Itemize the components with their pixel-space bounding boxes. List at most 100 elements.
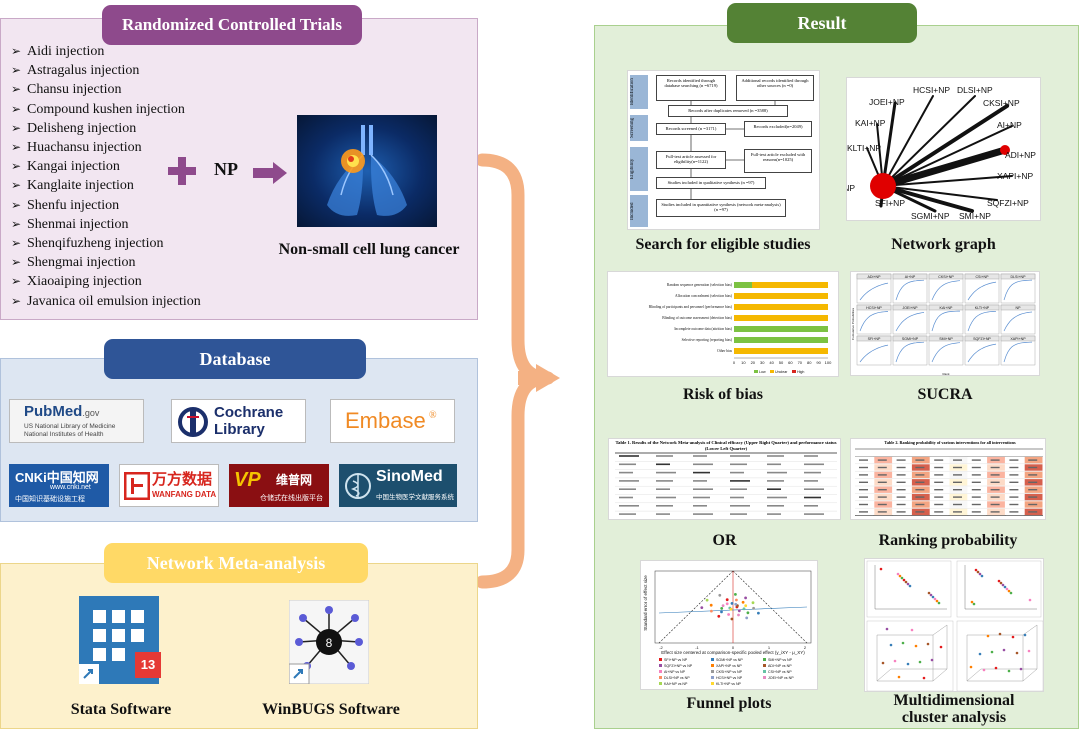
sucra-cell-label: AI+NP [905,275,916,279]
sucra-cell: SMI+NP [928,335,964,366]
cluster-point [900,576,904,580]
bias-axis-tick: 0 [733,360,736,365]
sucra-cell-label: KAI+NP [940,306,953,310]
or-cell-mark [804,463,824,466]
funnel-point [725,598,729,602]
cluster-point [1011,635,1015,639]
ranking-cell-mark [1009,511,1019,513]
or-cell-mark [767,471,787,474]
funnel-legend-label: JOEI+NP vs NP [768,676,794,680]
ranking-cell-mark [990,511,1000,513]
sucra-cell: AI+NP [892,273,928,304]
cluster-subplot [956,560,1042,618]
sucra-curve [859,282,889,301]
or-cell-mark [730,480,750,482]
injection-item: ➢Javanica oil emulsion injection [11,293,201,309]
ranking-cell-mark [1028,481,1038,483]
bias-axis-tick: 70 [798,360,803,365]
cluster-point [998,632,1002,636]
cluster-point [978,652,982,656]
or-cell-mark [804,496,821,499]
network-node-label: CKSI+NP [983,98,1020,108]
or-cell-mark [730,488,747,490]
funnel-legend-swatch [763,670,766,673]
caption-cluster-2: cluster analysis [901,709,1007,726]
or-cell-mark [619,505,639,507]
ranking-cell-mark [1028,511,1038,513]
caption-cluster-1: Multidimensional [893,692,1015,709]
funnel-plot: Standard error of effect size Effect siz… [640,560,818,690]
nma-panel: 13 Stata Software 8 WinBUGS Software [0,563,478,729]
or-cell-mark [619,496,633,499]
or-cell-mark [619,471,633,474]
or-cell-mark [656,505,673,507]
ranking-cell-mark [953,481,962,483]
ranking-cell-mark [990,503,1000,506]
funnel-legend-label: CKSI+NP vs NP [716,670,743,674]
ranking-cell-mark [915,503,925,506]
or-cell-mark [804,488,824,490]
sucra-cell: NP [1000,304,1036,335]
ranking-cell-mark [934,474,944,476]
cluster-point [929,593,933,597]
or-cell-mark [767,505,784,507]
caption-network: Network graph [891,236,996,253]
ranking-cell-mark [1028,496,1038,498]
ranking-cell-mark [971,481,981,483]
funnel-legend-label: AI+NP vs NP [664,670,686,674]
database-header: Database [104,339,366,379]
or-cell-mark [619,513,636,515]
sucra-cell-label: SGMI+NP [902,337,919,341]
sucra-cell-label: SMI+NP [939,337,953,341]
sucra-curve [967,343,997,363]
funnel-point [710,609,713,613]
cluster-point [893,659,897,663]
funnel-point [752,606,755,610]
or-cell-mark [656,471,676,474]
prisma-box: Full-text article assessed for eligibili… [656,151,726,169]
winbugs-label: WinBUGS Software [262,701,400,718]
injection-item: ➢Compound kushen injection [11,101,185,117]
sucra-cell: XAPI+NP [1000,335,1036,366]
embase-name: Embase [345,408,426,433]
cluster-point [978,572,982,576]
or-table-grid [615,452,837,515]
or-cell-mark [619,463,636,466]
funnel-point [737,613,740,617]
sucra-curve [931,342,961,363]
or-cell-mark [730,496,744,499]
sucra-curve [967,281,997,301]
or-cell-mark [767,513,781,515]
pubmed-name: PubMed [24,403,83,420]
cluster-point [885,627,889,631]
or-cell-mark [730,513,747,515]
network-node-label: KAI+NP [855,118,886,128]
funnel-legend-swatch [711,658,714,661]
funnel-legend-swatch [711,682,714,685]
sinomed-mark-icon [345,473,371,499]
registered-icon: ® [429,410,437,421]
bias-axis-tick: 90 [816,360,821,365]
sucra-curve [895,341,925,363]
or-cell-mark [619,480,639,482]
lung-cancer-image [297,115,437,227]
cluster-svg [866,560,1043,691]
cluster-point [896,572,900,576]
or-cell-mark [656,455,673,457]
cluster-point [986,634,990,638]
sucra-cell: HCSI+NP [856,304,892,335]
rct-panel: ➢Aidi injection ➢Astragalus injection ➢C… [0,18,478,320]
cluster-point [1007,669,1011,673]
injection-item: ➢Shenfu injection [11,197,120,213]
ranking-cell-mark [934,489,944,491]
funnel-legend-swatch [659,676,662,679]
network-node-label: ADI+NP [1005,150,1036,160]
cluster-point [974,568,978,572]
cluster-point [980,574,984,578]
bias-row-label: Allocation concealment (selection bias) [675,294,733,298]
ranking-cell-mark [953,466,962,469]
ranking-cell-mark [953,474,962,476]
cluster-point [937,601,941,605]
cluster-point [904,580,908,584]
cluster-point [918,660,922,664]
